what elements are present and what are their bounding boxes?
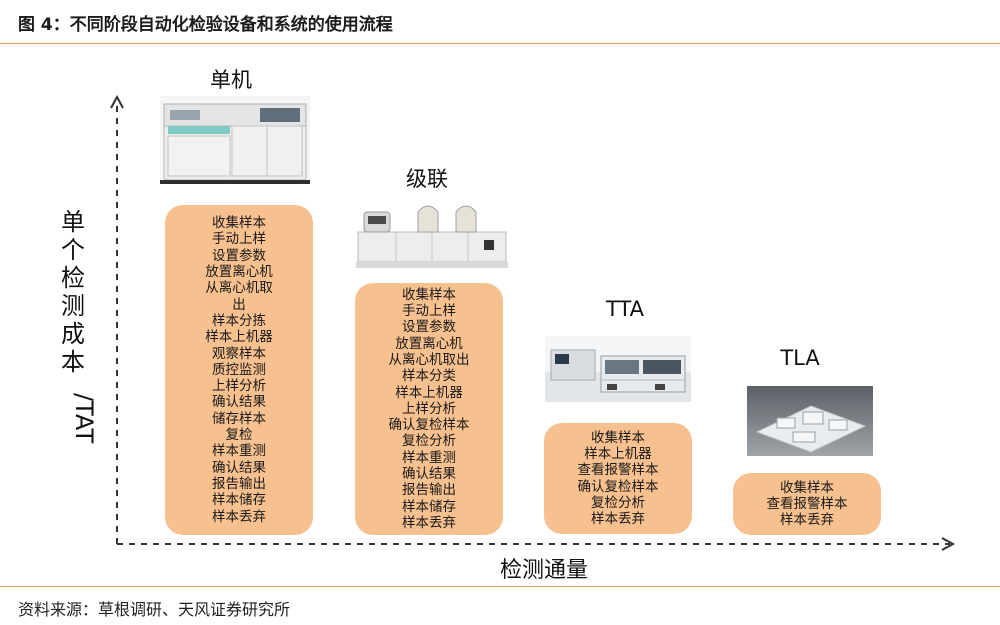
stage-title-standalone: 单机: [210, 68, 252, 92]
step: 确认复检样本: [388, 417, 470, 434]
y-label-char: 本: [61, 348, 85, 376]
y-label-char: 个: [61, 236, 85, 264]
step: 样本上机器: [395, 384, 463, 401]
step: 收集样本: [591, 429, 645, 446]
step: 手动上样: [402, 303, 456, 320]
x-axis-label: 检测通量: [500, 558, 589, 583]
stage-steps-cascade: 收集样本 手动上样 设置参数 放置离心机 从离心机取出 样本分类 样本上机器 上…: [355, 283, 503, 535]
step: 报告输出: [212, 475, 266, 492]
step: 样本上机器: [584, 445, 652, 462]
bottom-rule: [0, 586, 1000, 587]
stage-steps-tta: 收集样本 样本上机器 查看报警样本 确认复检样本 复检分析 样本丢弃: [544, 423, 692, 534]
figure-source: 资料来源：草根调研、天风证券研究所: [18, 600, 291, 619]
step: 报告输出: [402, 482, 456, 499]
step: 查看报警样本: [766, 495, 848, 512]
stage-steps-tla: 收集样本 查看报警样本 样本丢弃: [733, 473, 881, 535]
step: 储存样本: [212, 410, 266, 427]
step: 确认结果: [212, 394, 266, 411]
standalone-analyzer-image: [160, 96, 310, 184]
cascade-analyzer-image: [356, 198, 508, 268]
step: 样本丢弃: [591, 511, 645, 528]
y-axis-label: 单 个 检 测 成 本 /TAT: [56, 208, 98, 443]
step: 样本储存: [402, 498, 456, 515]
step: 样本丢弃: [402, 514, 456, 531]
step: 确认结果: [402, 466, 456, 483]
step: 设置参数: [212, 247, 266, 264]
stage-title-tla: TLA: [780, 346, 820, 370]
step: 样本重测: [402, 449, 456, 466]
step: 复检: [225, 427, 253, 444]
step: 确认复检样本: [577, 478, 659, 495]
stage-title-cascade: 级联: [406, 167, 448, 191]
step: 确认结果: [212, 459, 266, 476]
step: 上样分析: [212, 378, 266, 395]
step: 复检分析: [591, 494, 645, 511]
figure-title: 图 4：不同阶段自动化检验设备和系统的使用流程: [18, 15, 393, 35]
step: 出: [232, 296, 246, 313]
step: 从离心机取: [205, 280, 273, 297]
step: 复检分析: [402, 433, 456, 450]
top-rule: [0, 43, 1000, 44]
step: 查看报警样本: [577, 462, 659, 479]
step: 上样分析: [402, 400, 456, 417]
step: 质控监测: [212, 361, 266, 378]
tta-system-image: [545, 336, 691, 402]
step: 设置参数: [402, 319, 456, 336]
stage-title-tta: TTA: [605, 297, 645, 321]
step: 手动上样: [212, 231, 266, 248]
step: 收集样本: [402, 286, 456, 303]
step: 收集样本: [212, 215, 266, 232]
tla-system-image: [747, 386, 873, 456]
stage-steps-standalone: 收集样本 手动上样 设置参数 放置离心机 从离心机取 出 样本分拣 样本上机器 …: [165, 205, 313, 535]
step: 放置离心机: [395, 335, 463, 352]
y-axis-arrowhead: [110, 94, 124, 109]
step: 放置离心机: [205, 264, 273, 281]
y-label-char: 测: [61, 292, 85, 320]
step: 样本丢弃: [212, 508, 266, 525]
step: 样本分拣: [212, 312, 266, 329]
step: 样本分类: [402, 368, 456, 385]
step: 样本上机器: [205, 329, 273, 346]
step: 样本重测: [212, 443, 266, 460]
step: 观察样本: [212, 345, 266, 362]
x-axis-arrowhead: [941, 537, 956, 551]
step: 样本储存: [212, 492, 266, 509]
y-label-char: 单: [61, 208, 85, 236]
step: 收集样本: [780, 479, 834, 496]
y-label-char: 成: [61, 320, 85, 348]
step: 样本丢弃: [780, 512, 834, 529]
y-label-char: 检: [61, 264, 85, 292]
y-label-tail: /TAT: [70, 393, 98, 444]
step: 从离心机取出: [388, 351, 470, 368]
